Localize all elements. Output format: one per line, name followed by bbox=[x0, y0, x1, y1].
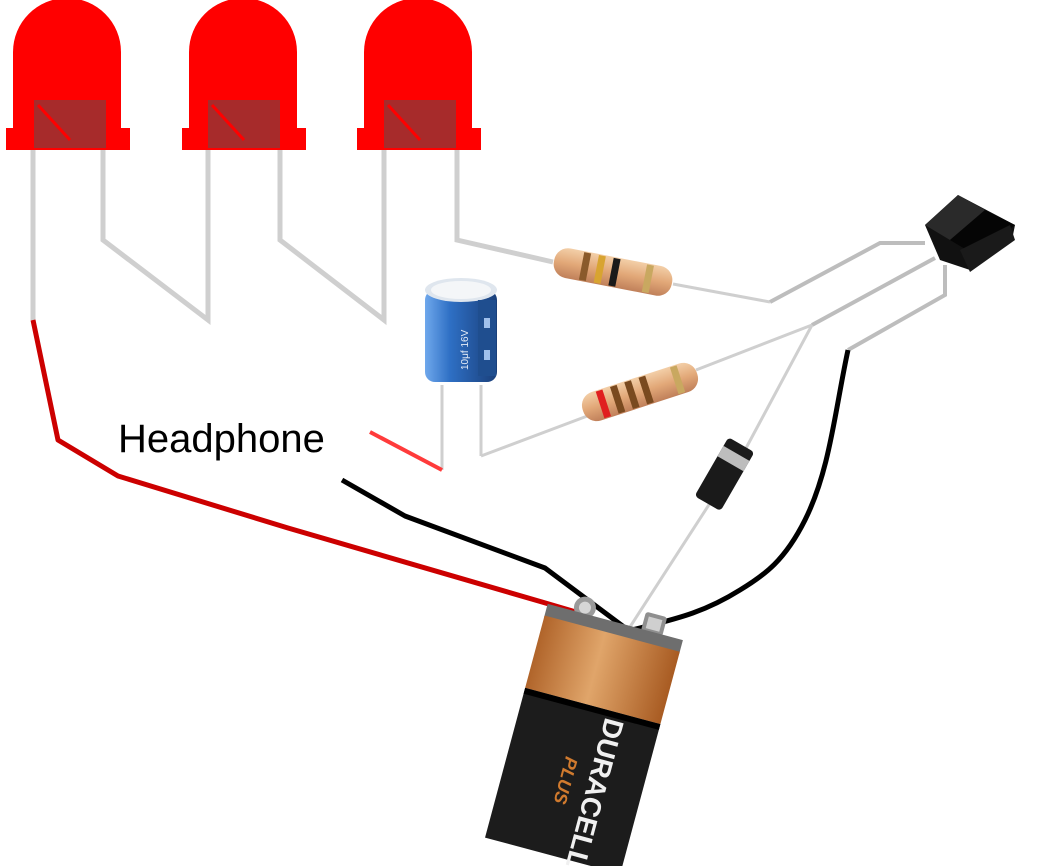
led-3 bbox=[357, 0, 481, 150]
capacitor-lead bbox=[480, 413, 591, 458]
transistor-leads bbox=[769, 241, 947, 352]
capacitor: 10μf 16V bbox=[425, 278, 497, 470]
black-wire-transistor bbox=[631, 349, 851, 633]
resistor-2 bbox=[581, 323, 813, 422]
battery-9v: DURACELL PLUS bbox=[485, 596, 683, 866]
led-2 bbox=[182, 0, 306, 150]
led-leads bbox=[30, 140, 554, 326]
diode bbox=[626, 324, 814, 631]
transistor bbox=[925, 195, 1015, 272]
headphone-label: Headphone bbox=[118, 417, 325, 461]
headphone-red-wire bbox=[369, 430, 443, 472]
resistor-1 bbox=[553, 248, 771, 304]
capacitor-marking: 10μf 16V bbox=[460, 329, 471, 370]
led-1 bbox=[6, 0, 130, 150]
red-wire bbox=[30, 319, 577, 615]
